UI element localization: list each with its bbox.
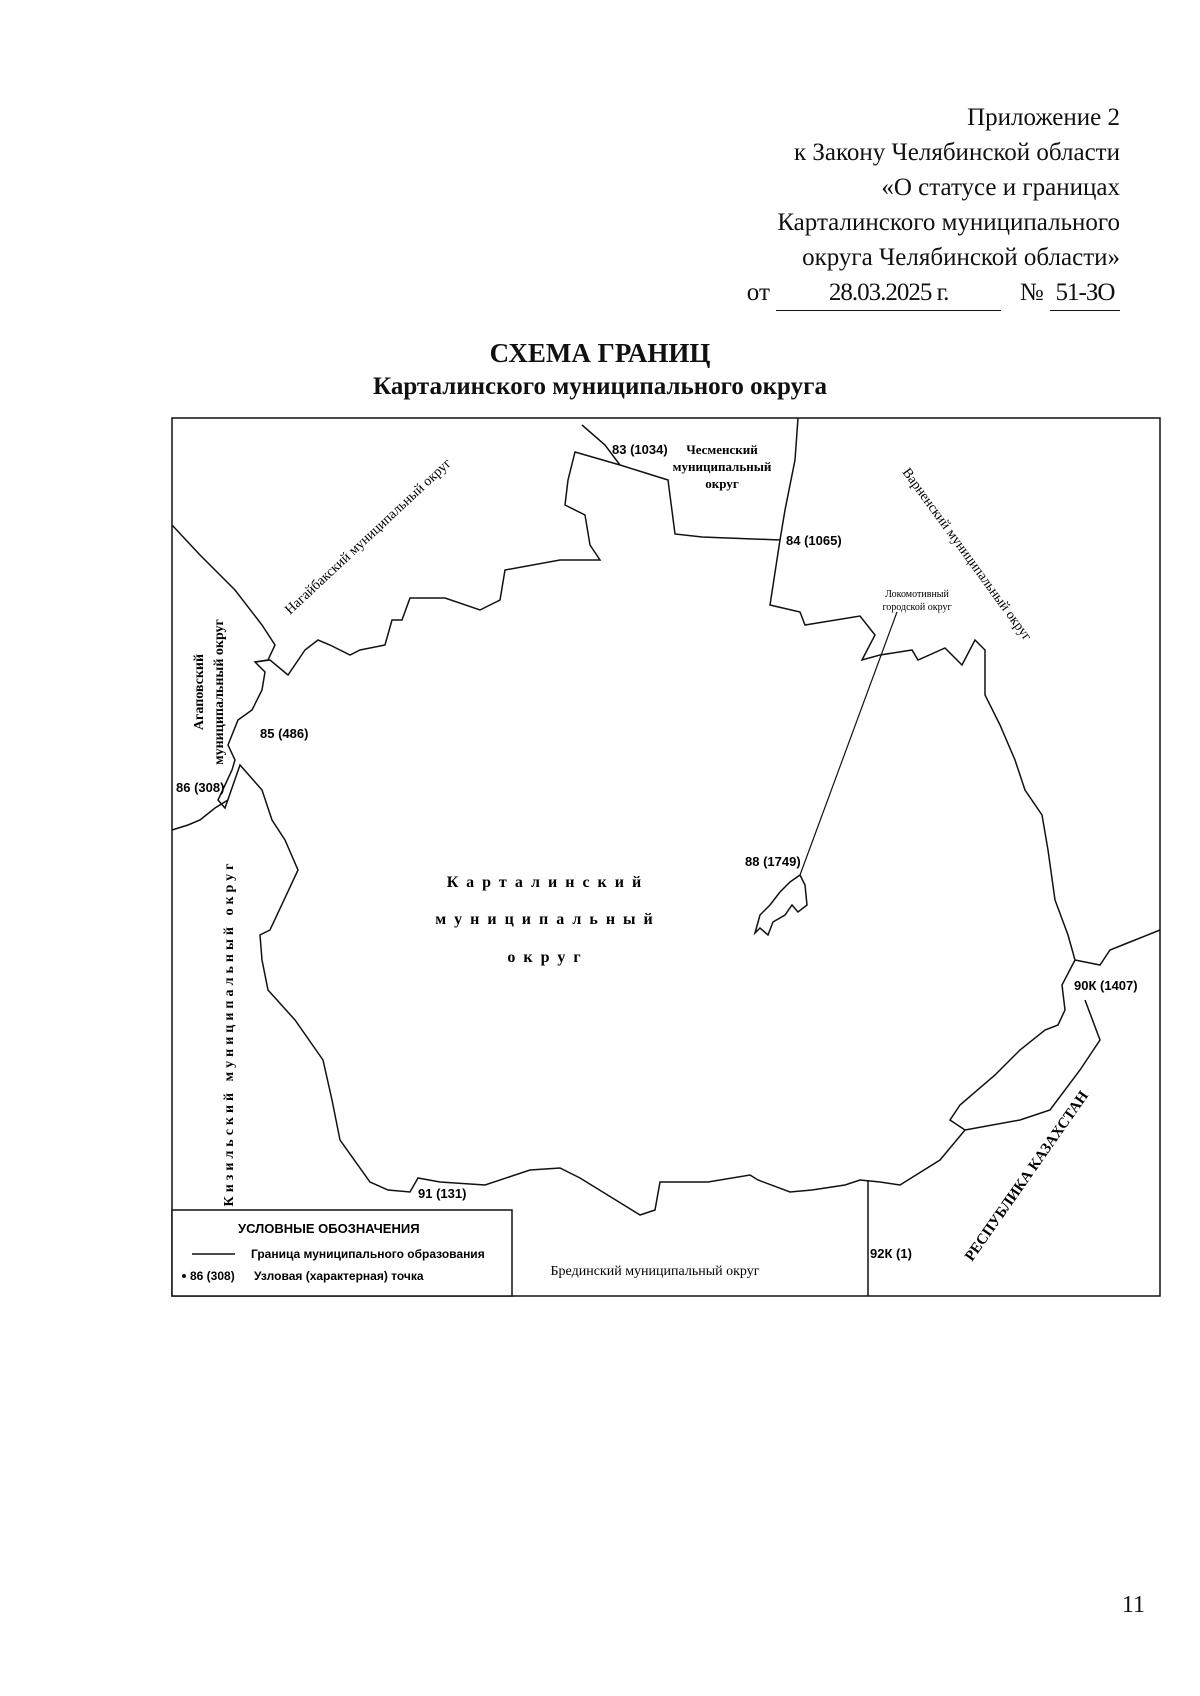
appendix-header: Приложение 2 к Закону Челябинской област… [600,100,1120,311]
region-label-word-2: муниципальный [435,911,661,928]
point-88-label: 88 (1749) [745,854,801,869]
appendix-line-4: Карталинского муниципального [777,209,1120,236]
chesma-label-3: округ [705,476,739,491]
chesma-varna-border [779,417,799,541]
page-number: 11 [1121,1592,1145,1618]
kazakhstan-border-south [964,999,1101,1131]
legend-point-label: Узловая (характерная) точка [254,1269,424,1283]
kartaly-boundary [217,451,1076,1216]
agapovka-label-1: Агаповский [192,654,207,730]
law-number: 51-ЗО [1050,275,1120,311]
date-prefix: от [746,279,770,306]
number-prefix: № [1019,279,1044,306]
appendix-line-2: к Закону Челябинской области [794,139,1120,166]
chesma-label-2: муниципальный [673,459,772,474]
document-subtitle: Карталинского муниципального округа [373,373,827,400]
document-title: СХЕМА ГРАНИЦ [489,338,711,368]
point-85-label: 85 (486) [260,726,308,741]
legend-point-marker [182,1274,186,1278]
point-91-label: 91 (131) [418,1186,466,1201]
point-90-label: 90К (1407) [1074,978,1138,993]
point-84-label: 84 (1065) [786,533,842,548]
lokomotiv-label-1: Локомотивный [885,589,949,600]
bredy-label: Брединский муниципальный округ [551,1264,760,1279]
nagaybak-chesma-border [581,424,621,466]
legend-title: УСЛОВНЫЕ ОБОЗНАЧЕНИЯ [238,1221,420,1236]
nagaybak-agapovka-border [171,524,276,663]
lokomotiv-leader-line [799,611,898,876]
legend-border-label: Граница муниципального образования [251,1247,485,1261]
nagaybak-label: Нагайбакский муниципальный округ [282,456,454,618]
map-legend: УСЛОВНЫЕ ОБОЗНАЧЕНИЯ Граница муниципальн… [171,1209,513,1297]
kazakhstan-border-east [1074,929,1161,966]
legend-box [171,1209,513,1297]
point-83-label: 83 (1034) [612,442,668,457]
agapovka-kizil-border [171,799,229,831]
varna-label: Варненский муниципальный округ [899,466,1034,645]
kazakhstan-label: РЕСПУБЛИКА КАЗАХСТАН [962,1088,1092,1264]
point-92-label: 92К (1) [870,1246,912,1261]
appendix-line-5: округа Челябинской области» [802,244,1120,271]
map-frame [171,417,1161,1297]
appendix-dateline: от 28.03.2025 г. № 51-ЗО [600,275,1120,311]
legend-point-sample: 86 (308) [190,1269,235,1283]
lokomotiv-label-2: городской округ [882,602,951,613]
lokomotiv-enclave [753,873,808,937]
appendix-line-1: Приложение 2 [967,104,1120,131]
point-86-label: 86 (308) [176,780,224,795]
agapovka-label-2: муниципальный округ [212,619,227,765]
region-label-word-3: округ [507,949,588,966]
appendix-line-3: «О статусе и границах [881,174,1120,201]
chesma-label-1: Чесменский [686,442,758,457]
law-date: 28.03.2025 г. [776,275,1002,311]
region-label-word-1: Карталинский [447,874,649,891]
kizil-label: Кизильский муниципальный округ [222,860,237,1207]
